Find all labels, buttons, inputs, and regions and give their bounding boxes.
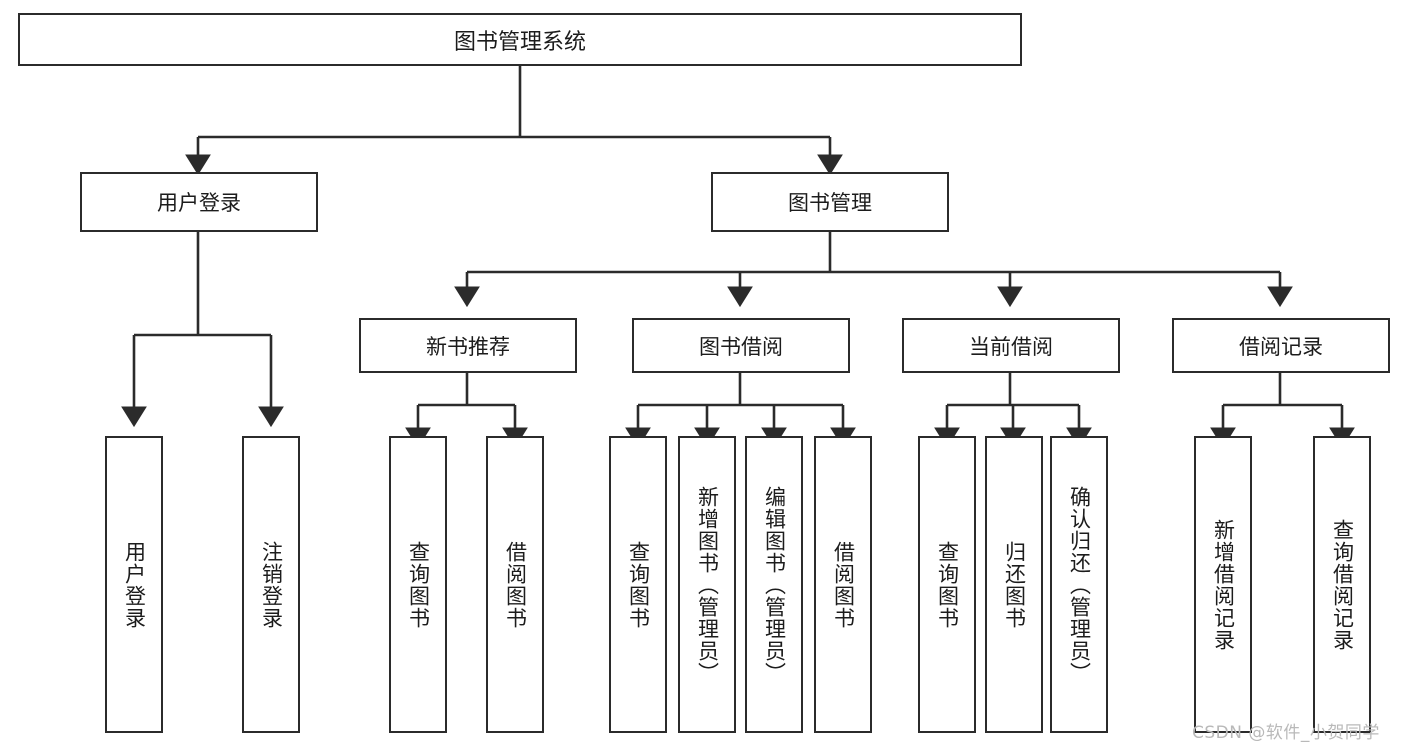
node-leaf-return-book-label: 归还图书 bbox=[1002, 540, 1027, 629]
node-leaf-add-borrow-record[interactable]: 新增借阅记录 bbox=[1194, 436, 1252, 733]
node-book-management[interactable]: 图书管理 bbox=[711, 172, 949, 232]
node-book-borrow-label: 图书借阅 bbox=[699, 334, 783, 359]
node-leaf-user-login-label: 用户登录 bbox=[122, 540, 147, 629]
node-borrow-record[interactable]: 借阅记录 bbox=[1172, 318, 1390, 373]
node-leaf-logout-login-label: 注销登录 bbox=[259, 540, 284, 629]
node-leaf-borrow-book-label: 借阅图书 bbox=[831, 540, 856, 629]
watermark-text: CSDN @软件_小贺同学 bbox=[1192, 723, 1380, 743]
node-leaf-query-book-rec-label: 查询图书 bbox=[406, 540, 431, 629]
node-leaf-query-book-borrow-label: 查询图书 bbox=[626, 540, 651, 629]
node-leaf-add-book-admin[interactable]: 新增图书（管理员） bbox=[678, 436, 736, 733]
node-leaf-add-book-admin-label: 新增图书（管理员） bbox=[695, 485, 720, 684]
node-leaf-query-book-current-label: 查询图书 bbox=[935, 540, 960, 629]
node-leaf-user-login[interactable]: 用户登录 bbox=[105, 436, 163, 733]
node-borrow-record-label: 借阅记录 bbox=[1239, 334, 1323, 359]
node-user-login[interactable]: 用户登录 bbox=[80, 172, 318, 232]
node-leaf-query-book-borrow[interactable]: 查询图书 bbox=[609, 436, 667, 733]
node-book-management-label: 图书管理 bbox=[788, 191, 872, 215]
node-root-label: 图书管理系统 bbox=[453, 29, 586, 55]
node-new-book-recommend-label: 新书推荐 bbox=[426, 334, 510, 359]
node-leaf-edit-book-admin[interactable]: 编辑图书（管理员） bbox=[745, 436, 803, 733]
node-current-borrow-label: 当前借阅 bbox=[969, 334, 1053, 359]
node-leaf-borrow-book-rec[interactable]: 借阅图书 bbox=[486, 436, 544, 733]
node-leaf-logout-login[interactable]: 注销登录 bbox=[242, 436, 300, 733]
node-leaf-query-book-current[interactable]: 查询图书 bbox=[918, 436, 976, 733]
node-leaf-confirm-return-admin-label: 确认归还（管理员） bbox=[1067, 485, 1092, 684]
node-root[interactable]: 图书管理系统 bbox=[18, 13, 1022, 66]
node-leaf-query-borrow-record[interactable]: 查询借阅记录 bbox=[1313, 436, 1371, 733]
node-new-book-recommend[interactable]: 新书推荐 bbox=[359, 318, 577, 373]
node-leaf-edit-book-admin-label: 编辑图书（管理员） bbox=[762, 485, 787, 684]
node-leaf-query-borrow-record-label: 查询借阅记录 bbox=[1330, 518, 1355, 651]
node-leaf-confirm-return-admin[interactable]: 确认归还（管理员） bbox=[1050, 436, 1108, 733]
node-current-borrow[interactable]: 当前借阅 bbox=[902, 318, 1120, 373]
node-leaf-return-book[interactable]: 归还图书 bbox=[985, 436, 1043, 733]
node-leaf-add-borrow-record-label: 新增借阅记录 bbox=[1211, 518, 1236, 651]
node-leaf-borrow-book-rec-label: 借阅图书 bbox=[503, 540, 528, 629]
node-leaf-borrow-book[interactable]: 借阅图书 bbox=[814, 436, 872, 733]
node-user-login-label: 用户登录 bbox=[157, 191, 241, 215]
node-book-borrow[interactable]: 图书借阅 bbox=[632, 318, 850, 373]
node-leaf-query-book-rec[interactable]: 查询图书 bbox=[389, 436, 447, 733]
